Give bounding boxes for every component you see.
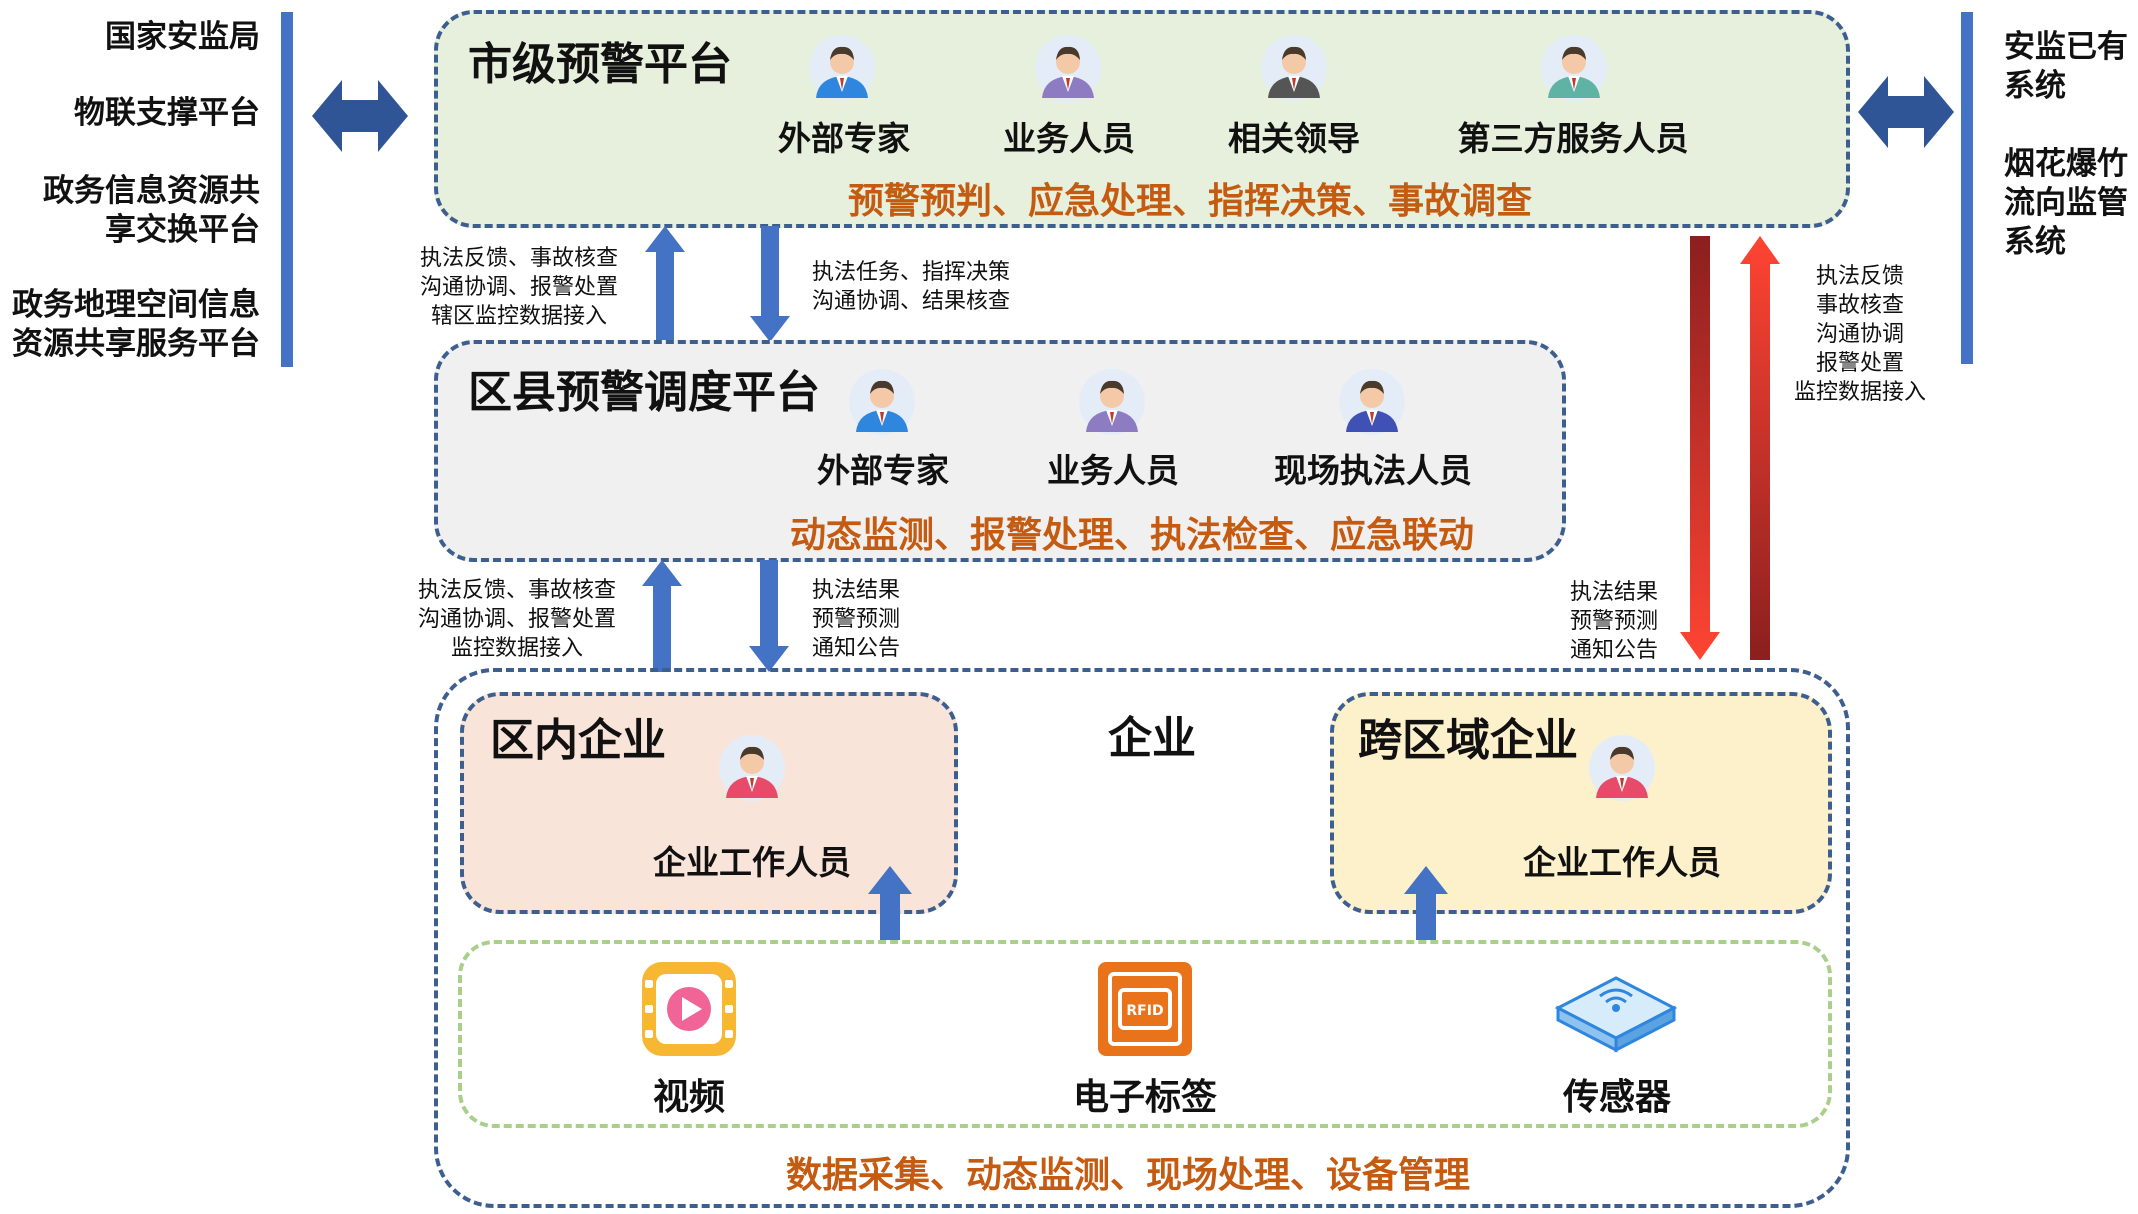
cross-enterprise: 跨区域企业 企业工作人员 [1330,692,1832,914]
person-icon [1078,368,1146,436]
city-platform: 市级预警平台 外部专家 业务人员 相关领导 第三方服务人员 预警预判、应急处理、… [434,10,1850,228]
sensor-icon [1554,976,1678,1053]
person-icon [718,734,786,802]
role-label: 业务人员 [1003,119,1135,158]
arrow-down-red [1680,236,1720,660]
double-arrow-left [312,80,408,152]
county-platform-functions: 动态监测、报警处理、执法检查、应急联动 [790,515,1475,556]
person-icon [1588,734,1656,802]
county-platform: 区县预警调度平台 外部专家 业务人员 现场执法人员 动态监测、报警处理、执法检查… [434,340,1566,562]
role-label: 企业工作人员 [653,843,851,882]
double-arrow-right [1858,76,1954,148]
role-label: 外部专家 [817,451,949,490]
cross-enterprise-title: 跨区域企业 [1358,715,1578,766]
device-label: 视频 [652,1077,725,1118]
city-platform-functions: 预警预判、应急处理、指挥决策、事故调查 [848,181,1533,222]
person-icon [1034,34,1102,102]
county-platform-title: 区县预警调度平台 [468,367,820,418]
enterprise-title: 企业 [1108,713,1196,764]
arrow-up [868,866,912,940]
flow-label: 执法反馈 事故核查 沟通协调 报警处置 监控数据接入 [1794,264,1927,405]
role-label: 业务人员 [1047,451,1179,490]
rfid-icon-text: RFID [1126,1003,1163,1019]
role-label: 企业工作人员 [1523,843,1721,882]
arrow-up [645,226,685,342]
enterprise-container: 企业 数据采集、动态监测、现场处理、设备管理 [434,668,1850,1208]
inner-enterprise-title: 区内企业 [490,715,666,766]
left-system-item: 政务地理空间信息 资源共享服务平台 [12,287,260,362]
flow-label: 执法任务、指挥决策 沟通协调、结果核查 [812,260,1011,314]
arrow-down [750,226,790,342]
arrow-down [749,560,789,672]
flow-label: 执法反馈、事故核查 沟通协调、报警处置 辖区监控数据接入 [420,246,619,329]
left-systems-bar [281,12,293,367]
arrow-up [642,560,682,672]
person-icon [1338,368,1406,436]
role-label: 第三方服务人员 [1457,119,1689,158]
person-icon [808,34,876,102]
left-system-item: 物联支撑平台 [74,95,260,131]
enterprise-functions: 数据采集、动态监测、现场处理、设备管理 [786,1155,1471,1196]
person-icon [1260,34,1328,102]
role-label: 现场执法人员 [1274,451,1472,490]
flow-label: 执法反馈、事故核查 沟通协调、报警处置 监控数据接入 [418,578,617,661]
arrow-up-red [1740,236,1780,660]
device-layer: 视频 RFID 电子标签 传感器 [458,940,1832,1128]
video-icon [642,962,736,1056]
arrow-up [1404,866,1448,940]
right-system-item: 烟花爆竹 流向监管 系统 [2004,146,2128,260]
left-system-item: 国家安监局 [105,19,260,55]
person-icon [1540,34,1608,102]
right-systems-bar [1961,12,1973,364]
flow-label: 执法结果 预警预测 通知公告 [1570,580,1659,663]
rfid-icon: RFID [1098,962,1192,1056]
role-label: 外部专家 [778,119,910,158]
role-label: 相关领导 [1228,119,1360,158]
device-label: 传感器 [1562,1077,1671,1118]
device-label: 电子标签 [1072,1077,1217,1118]
left-system-item: 政务信息资源共 享交换平台 [43,173,260,248]
flow-label: 执法结果 预警预测 通知公告 [812,578,901,661]
right-system-item: 安监已有 系统 [2004,29,2128,104]
inner-enterprise: 区内企业 企业工作人员 [460,692,958,914]
person-icon [848,368,916,436]
city-platform-title: 市级预警平台 [468,39,732,90]
